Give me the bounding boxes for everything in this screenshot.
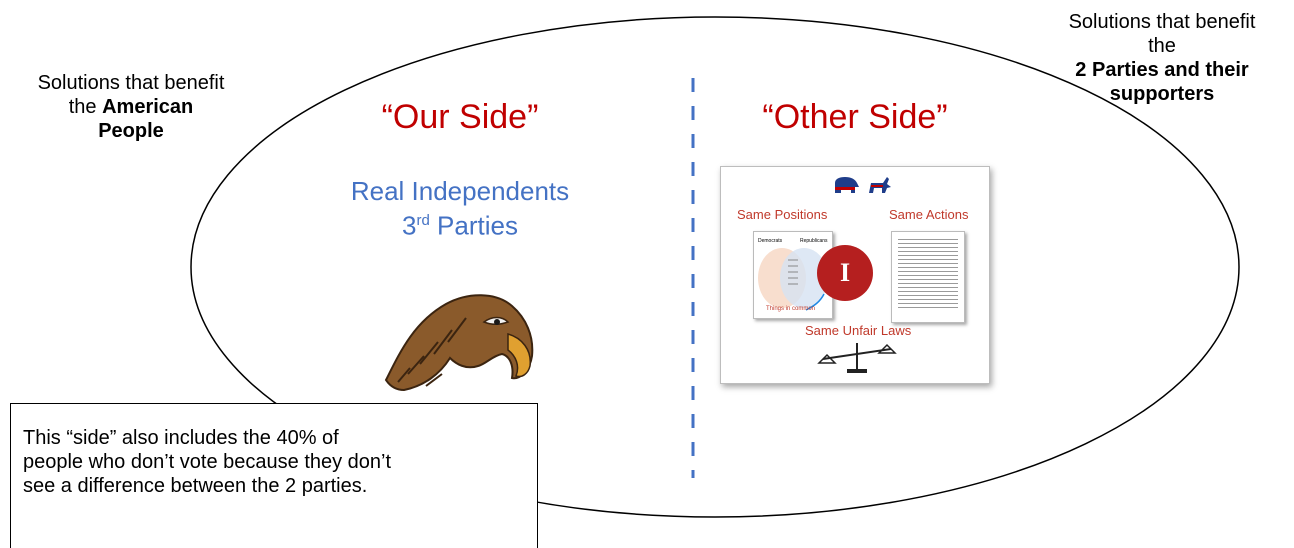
venn-common-label: Things in common: [766, 306, 816, 312]
our-side-title: “Our Side”: [381, 98, 539, 136]
venn-left-label: Democrats: [758, 238, 783, 244]
same-unfair-laws-label: Same Unfair Laws: [805, 323, 912, 338]
other-side-title: “Other Side”: [762, 98, 948, 136]
our-side-sub2: 3rd Parties: [402, 210, 518, 241]
donkey-icon: [869, 177, 891, 193]
our-side-subtitle: Real Independents 3rd Parties: [320, 176, 600, 241]
right-note-line3: 2 Parties and their: [1075, 59, 1249, 81]
sides-ellipse: [190, 16, 1240, 518]
left-note-line2-prefix: the: [68, 96, 103, 118]
comparison-panel: Same Positions Same Actions Democrats Re…: [720, 166, 990, 384]
left-note-line1: Solutions that benefit: [37, 72, 225, 94]
scales-icon: [817, 343, 897, 373]
right-note-line4: supporters: [1109, 83, 1215, 105]
callout-line2: people who don’t vote because they don’t: [23, 451, 392, 473]
callout-line1: This “side” also includes the 40% of: [23, 427, 339, 449]
venn-right-label: Republicans: [800, 238, 828, 244]
our-side-sub1: Real Independents: [350, 176, 570, 206]
elephant-icon: [835, 177, 859, 193]
eagle-head-icon: [384, 294, 534, 392]
callout-box: This “side” also includes the 40% of peo…: [10, 403, 538, 548]
right-note-line1: Solutions that benefit: [1068, 11, 1256, 33]
right-note-line2: the: [1148, 35, 1176, 57]
left-note-line2-bold: American: [102, 96, 194, 118]
left-note-line3: People: [98, 120, 164, 142]
same-actions-label: Same Actions: [889, 207, 969, 222]
independent-seal: I: [817, 245, 873, 301]
callout-line3: see a difference between the 2 parties.: [23, 475, 368, 497]
right-note: Solutions that benefit the 2 Parties and…: [1030, 10, 1294, 106]
left-note: Solutions that benefit the American Peop…: [0, 71, 262, 143]
same-positions-label: Same Positions: [737, 207, 828, 222]
actions-document: [891, 231, 965, 323]
